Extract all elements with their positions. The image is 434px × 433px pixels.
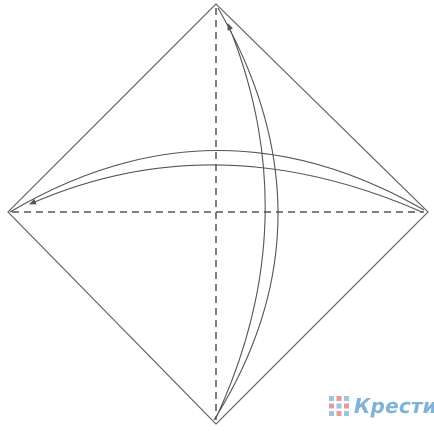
horizontal-fold-arrow-outer <box>9 149 425 213</box>
krestik-watermark: Крестик <box>328 394 434 418</box>
watermark-text: Крестик <box>354 394 434 418</box>
square-outline <box>7 3 429 425</box>
vertical-fold-arrow-outer <box>213 7 279 421</box>
vertical-fold-arrow-inner <box>215 23 266 419</box>
horizontal-fold-arrow-inner <box>29 164 423 213</box>
cross-stitch-logo-icon <box>329 396 349 416</box>
